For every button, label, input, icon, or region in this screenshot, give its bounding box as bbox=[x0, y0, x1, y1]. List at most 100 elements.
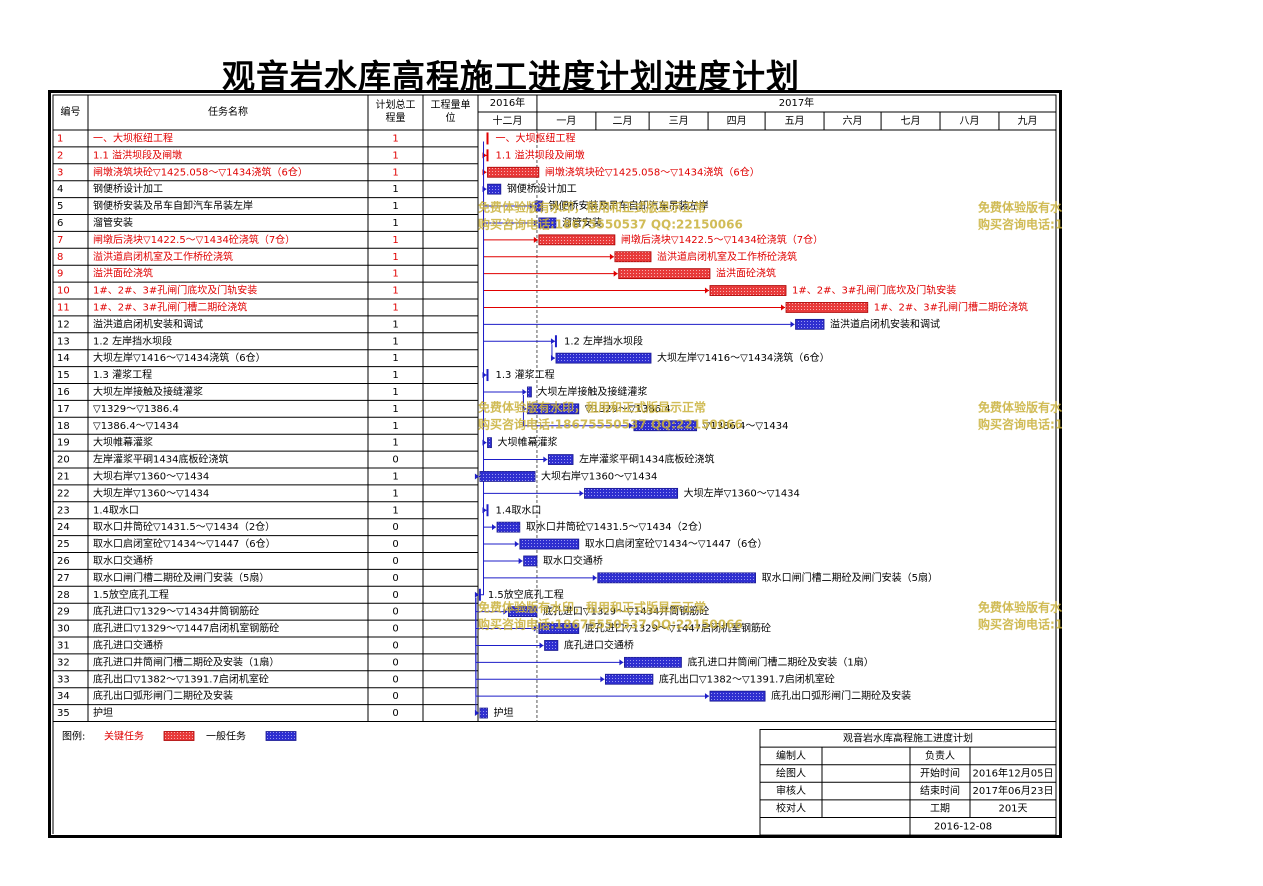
task-plan: 1 bbox=[392, 387, 398, 398]
task-id: 6 bbox=[57, 218, 63, 229]
legend-label: 图例: bbox=[62, 730, 85, 743]
dependency-arrow bbox=[474, 710, 479, 717]
bar-label: 1.5放空底孔工程 bbox=[488, 588, 564, 601]
task-id: 2 bbox=[57, 150, 63, 161]
task-name: 底孔进口交通桥 bbox=[93, 638, 163, 651]
normal-task-bar[interactable] bbox=[487, 183, 502, 195]
bar-label: 大坝帷幕灌浆 bbox=[498, 436, 558, 449]
bar-label: 溜管安装 bbox=[562, 216, 602, 229]
task-plan: 0 bbox=[392, 691, 398, 702]
normal-task-bar[interactable] bbox=[709, 690, 766, 702]
dependency-arrow bbox=[530, 203, 535, 210]
task-id: 31 bbox=[57, 640, 70, 651]
bar-label: 取水口启闭室砼▽1434～▽1447（6仓） bbox=[585, 537, 768, 550]
normal-task-bar[interactable] bbox=[508, 606, 538, 618]
normal-task-bar[interactable] bbox=[604, 673, 654, 685]
critical-task-bar[interactable] bbox=[538, 234, 616, 246]
info-date: 2016-12-08 bbox=[934, 821, 992, 832]
legend-critical-swatch bbox=[163, 731, 195, 741]
normal-task-bar[interactable] bbox=[633, 420, 698, 432]
normal-task-bar[interactable] bbox=[584, 487, 679, 499]
task-plan: 1 bbox=[392, 438, 398, 449]
year-label: 2016年 bbox=[490, 96, 525, 109]
normal-task-bar[interactable] bbox=[544, 640, 559, 651]
dependency-arrow bbox=[609, 253, 614, 260]
normal-task-bar[interactable] bbox=[555, 352, 652, 364]
normal-task-bar[interactable] bbox=[487, 437, 492, 449]
critical-task-bar[interactable] bbox=[614, 251, 652, 263]
task-id: 4 bbox=[57, 184, 63, 195]
summary-marker bbox=[486, 149, 489, 162]
normal-task-bar[interactable] bbox=[597, 572, 756, 584]
header-unit-line2: 位 bbox=[446, 111, 456, 124]
normal-task-bar[interactable] bbox=[479, 471, 536, 482]
task-id: 29 bbox=[57, 607, 70, 618]
normal-task-bar[interactable] bbox=[547, 454, 574, 465]
task-plan: 1 bbox=[392, 471, 398, 482]
task-plan: 0 bbox=[392, 556, 398, 567]
task-plan: 0 bbox=[392, 455, 398, 466]
watermark-line1: 免费体验版有水印，租用和正式版显示正常 bbox=[978, 400, 1062, 415]
task-name: 取水口交通桥 bbox=[93, 554, 153, 567]
legend-critical-text: 关键任务 bbox=[104, 730, 144, 743]
bar-label: 底孔进口▽1329～▽1434井筒钢筋砼 bbox=[543, 605, 709, 618]
task-name: 一、大坝枢纽工程 bbox=[93, 131, 173, 144]
normal-task-bar[interactable] bbox=[527, 386, 532, 398]
dependency-link bbox=[483, 158, 535, 207]
bar-label: 大坝右岸▽1360～▽1434 bbox=[541, 469, 657, 482]
dependency-link bbox=[483, 445, 584, 494]
task-name: 1#、2#、3#孔闸门底坎及门轨安装 bbox=[93, 284, 257, 297]
normal-task-bar[interactable] bbox=[538, 217, 557, 229]
task-name: 溜管安装 bbox=[93, 216, 133, 229]
task-id: 1 bbox=[57, 133, 63, 144]
normal-task-bar[interactable] bbox=[527, 403, 580, 415]
month-label: 一月 bbox=[556, 115, 576, 127]
task-id: 11 bbox=[57, 302, 70, 313]
task-plan: 1 bbox=[392, 235, 398, 246]
bar-label: 1.2 左岸挡水坝段 bbox=[564, 334, 643, 347]
dependency-link bbox=[483, 158, 786, 308]
task-id: 33 bbox=[57, 674, 70, 685]
bar-label: 一、大坝枢纽工程 bbox=[496, 131, 576, 144]
normal-task-bar[interactable] bbox=[479, 707, 488, 719]
task-id: 14 bbox=[57, 353, 70, 364]
task-id: 7 bbox=[57, 235, 63, 246]
header-plan-line1: 计划总工 bbox=[376, 98, 416, 111]
dependency-arrow bbox=[539, 642, 544, 649]
bar-label: 左岸灌浆平硐1434底板砼浇筑 bbox=[579, 453, 714, 466]
bar-label: 底孔进口▽1329～▽1447启闭机室钢筋砼 bbox=[585, 622, 771, 635]
task-name: 护坦 bbox=[93, 706, 113, 719]
task-plan: 1 bbox=[392, 505, 398, 516]
task-name: 1.3 灌浆工程 bbox=[93, 368, 152, 381]
dependency-arrow bbox=[474, 473, 479, 480]
task-name: 底孔出口▽1382～▽1391.7启闭机室砼 bbox=[93, 672, 269, 685]
normal-task-bar[interactable] bbox=[519, 538, 580, 550]
bar-label: 取水口井筒砼▽1431.5～▽1434（2仓） bbox=[526, 520, 708, 533]
bar-label: 大坝左岸▽1360～▽1434 bbox=[684, 486, 800, 499]
dependency-arrow bbox=[503, 608, 508, 615]
normal-task-bar[interactable] bbox=[624, 656, 682, 668]
task-id: 25 bbox=[57, 539, 70, 550]
normal-task-bar[interactable] bbox=[795, 318, 825, 330]
task-id: 22 bbox=[57, 488, 70, 499]
task-id: 23 bbox=[57, 505, 70, 516]
critical-task-bar[interactable] bbox=[785, 302, 869, 313]
task-plan: 0 bbox=[392, 657, 398, 668]
critical-task-bar[interactable] bbox=[487, 166, 540, 178]
normal-task-bar[interactable] bbox=[496, 521, 521, 533]
dependency-arrow bbox=[790, 321, 795, 328]
watermark-line2: 购买咨询电话:18675550537 QQ:22150066 bbox=[478, 217, 743, 232]
task-plan: 0 bbox=[392, 624, 398, 635]
critical-task-bar[interactable] bbox=[709, 285, 787, 296]
normal-task-bar[interactable] bbox=[534, 200, 544, 212]
task-id: 21 bbox=[57, 471, 70, 482]
critical-task-bar[interactable] bbox=[618, 268, 711, 280]
normal-task-bar[interactable] bbox=[538, 623, 580, 634]
task-plan: 1 bbox=[392, 184, 398, 195]
dependency-arrow bbox=[522, 388, 527, 395]
task-plan: 1 bbox=[392, 252, 398, 263]
summary-marker bbox=[478, 588, 481, 601]
header-unit-line1: 工程量单 bbox=[431, 99, 471, 111]
bar-label: 护坦 bbox=[494, 706, 514, 719]
normal-task-bar[interactable] bbox=[523, 555, 538, 567]
